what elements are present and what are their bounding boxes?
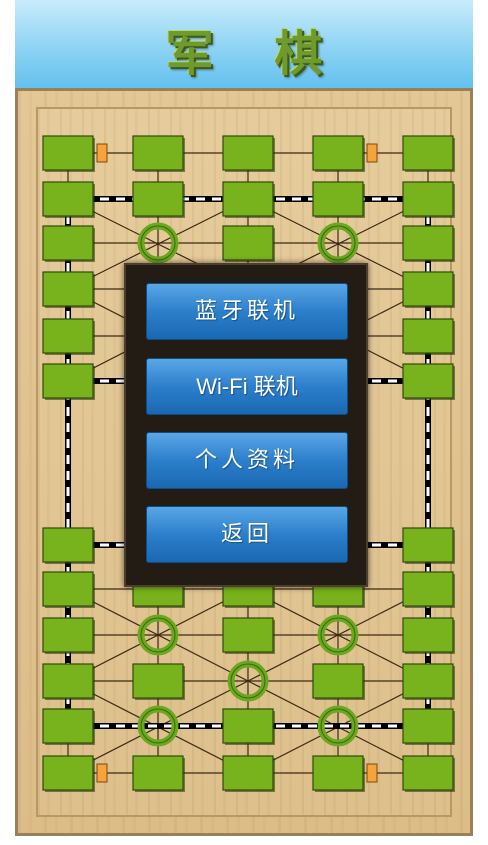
menu-dialog: 蓝牙联机 Wi-Fi 联机 个人资料 返回	[124, 263, 368, 587]
board-piece	[42, 181, 94, 217]
board-piece	[42, 318, 94, 354]
campsite-outline	[320, 225, 356, 261]
board-piece	[132, 663, 184, 699]
board-piece	[402, 571, 454, 607]
board-piece	[402, 663, 454, 699]
board-piece	[42, 271, 94, 307]
campsite-outline	[320, 617, 356, 653]
road-line	[67, 198, 249, 290]
board-piece	[42, 708, 94, 744]
board-piece	[222, 617, 274, 653]
hq-connector	[96, 763, 108, 783]
campsite-outline	[230, 663, 266, 699]
board-piece	[42, 617, 94, 653]
board-piece	[222, 225, 274, 261]
board-piece	[42, 571, 94, 607]
board-piece	[312, 135, 364, 171]
board-piece	[402, 708, 454, 744]
title-bar: 军 棋	[15, 0, 473, 88]
hq-connector	[366, 763, 378, 783]
hq-connector	[366, 143, 378, 163]
board-piece	[402, 617, 454, 653]
game-board	[15, 88, 473, 836]
board-piece	[402, 181, 454, 217]
board-piece	[402, 271, 454, 307]
board-piece	[132, 181, 184, 217]
board-piece	[42, 527, 94, 563]
board-piece	[42, 225, 94, 261]
board-piece	[42, 135, 94, 171]
road-line	[67, 588, 249, 682]
campsite-outline	[140, 708, 176, 744]
board-piece	[132, 135, 184, 171]
board-piece	[42, 363, 94, 399]
campsite-outline	[140, 225, 176, 261]
board-piece	[402, 318, 454, 354]
profile-button[interactable]: 个人资料	[146, 432, 348, 489]
campsite-outline	[140, 617, 176, 653]
board-piece	[312, 755, 364, 791]
board-piece	[42, 755, 94, 791]
board-piece	[222, 755, 274, 791]
board-piece	[222, 135, 274, 171]
board-piece	[222, 181, 274, 217]
campsite-outline	[320, 708, 356, 744]
board-piece	[132, 755, 184, 791]
board-piece	[402, 755, 454, 791]
road-line	[247, 588, 429, 682]
board-piece	[312, 663, 364, 699]
board-piece	[402, 135, 454, 171]
back-button[interactable]: 返回	[146, 506, 348, 563]
board-piece	[402, 363, 454, 399]
board-piece	[402, 527, 454, 563]
wifi-play-button[interactable]: Wi-Fi 联机	[146, 358, 348, 415]
bluetooth-play-button[interactable]: 蓝牙联机	[146, 283, 348, 340]
board-piece	[312, 181, 364, 217]
board-grid	[42, 135, 455, 792]
hq-connector	[96, 143, 108, 163]
game-title: 军 棋	[165, 26, 345, 82]
board-piece	[42, 663, 94, 699]
board-piece	[402, 225, 454, 261]
board-piece	[222, 708, 274, 744]
